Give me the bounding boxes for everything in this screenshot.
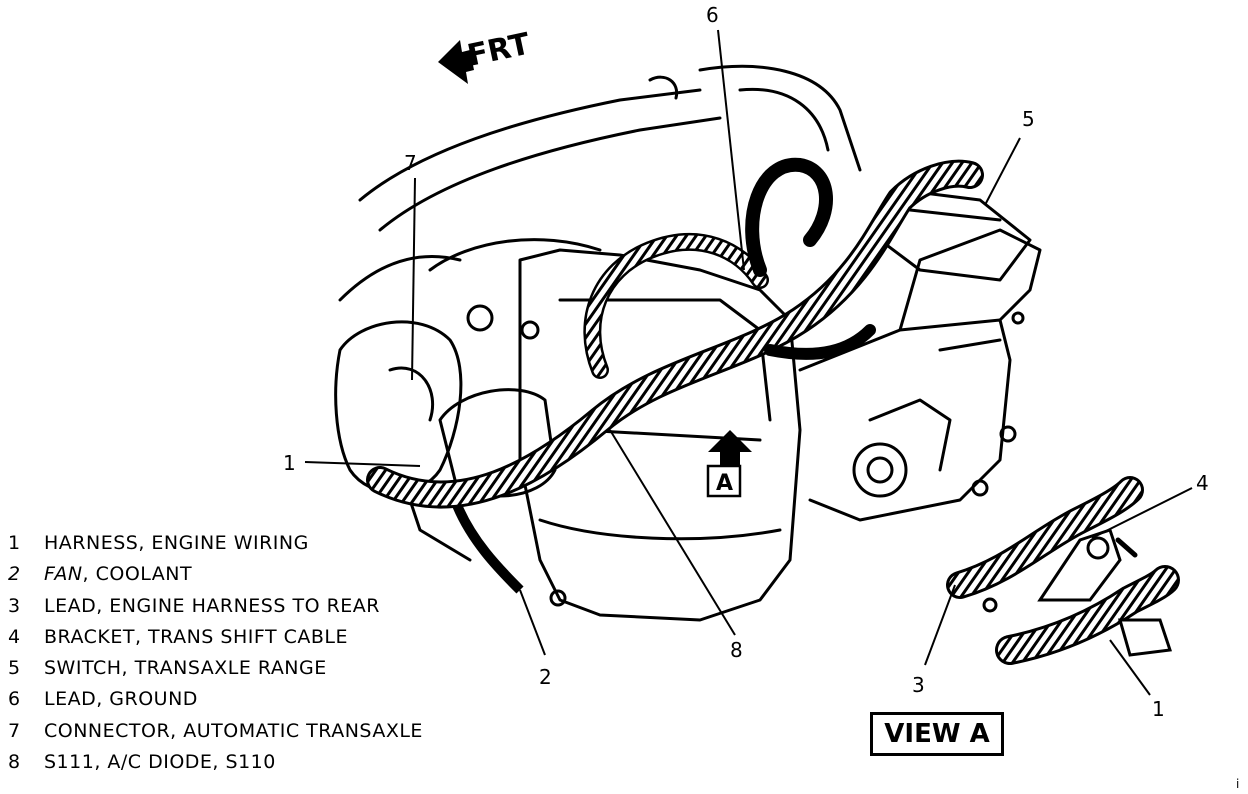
legend-text: S111, A/C DIODE, S110: [44, 751, 276, 774]
legend-item: 5 SWITCH, TRANSAXLE RANGE: [8, 653, 423, 684]
callout-5: 5: [1022, 107, 1035, 131]
legend-text: SWITCH, TRANSAXLE RANGE: [44, 657, 327, 680]
view-a-marker-label: A: [716, 471, 733, 496]
callout-1-main: 1: [283, 451, 296, 475]
legend-item: 2 FAN, COOLANT: [8, 559, 423, 590]
legend-item: 4 BRACKET, TRANS SHIFT CABLE: [8, 622, 423, 653]
legend-text: HARNESS, ENGINE WIRING: [44, 532, 309, 554]
engine-line-art: [334, 64, 1042, 622]
callout-8: 8: [730, 638, 743, 662]
legend-item: 1 HARNESS, ENGINE WIRING: [8, 528, 423, 559]
legend-item: 6 LEAD, GROUND: [8, 684, 423, 715]
front-arrow-icon: [438, 40, 474, 84]
coolant-fan-lead: [450, 498, 524, 594]
legend-number: 3: [8, 594, 21, 617]
front-label: FRT: [464, 26, 533, 73]
legend-number: 8: [8, 751, 21, 774]
legend-text: BRACKET, TRANS SHIFT CABLE: [44, 625, 348, 648]
callout-6: 6: [706, 3, 719, 27]
legend-item: 8 S111, A/C DIODE, S110: [8, 747, 423, 778]
legend-text: LEAD, GROUND: [44, 688, 198, 711]
legend-number: 5: [8, 657, 21, 680]
legend-number: 2: [8, 563, 21, 586]
view-a-label: VIEW A: [870, 712, 1004, 756]
legend-text: FAN, COOLANT: [44, 563, 193, 586]
legend-number: 6: [8, 688, 21, 711]
legend-text: LEAD, ENGINE HARNESS TO REAR: [44, 594, 380, 617]
legend-text: CONNECTOR, AUTOMATIC TRANSAXLE: [44, 719, 423, 742]
callout-2: 2: [539, 665, 552, 689]
callout-3: 3: [912, 673, 925, 697]
legend-number: 1: [8, 532, 21, 554]
legend-item: 7 CONNECTOR, AUTOMATIC TRANSAXLE: [8, 716, 423, 747]
callout-1-view-a: 1: [1152, 697, 1165, 721]
callout-4: 4: [1196, 471, 1209, 495]
view-a-detail-art: [946, 476, 1180, 665]
legend-number: 7: [8, 719, 21, 742]
legend-item: 3 LEAD, ENGINE HARNESS TO REAR: [8, 591, 423, 622]
corner-mark: i: [1236, 777, 1239, 791]
callout-7: 7: [404, 151, 417, 175]
leader-lines: [304, 29, 1193, 696]
legend-number: 4: [8, 625, 21, 648]
engine-wiring-harness: [366, 157, 984, 509]
view-a-pointer: [706, 430, 752, 498]
